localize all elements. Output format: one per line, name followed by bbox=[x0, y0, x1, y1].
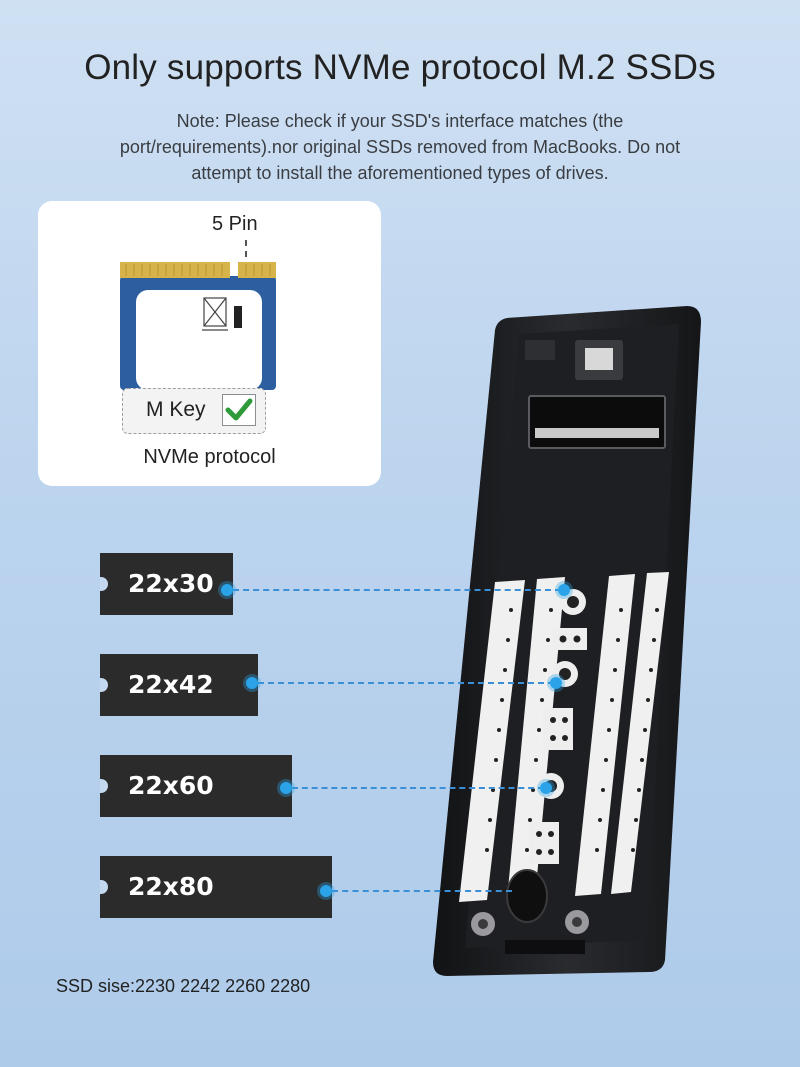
leader-line-22x80 bbox=[332, 890, 512, 892]
marker-dot bbox=[280, 782, 292, 794]
ssd-enclosure-illustration bbox=[433, 306, 701, 976]
marker-dot bbox=[550, 677, 562, 689]
marker-dot bbox=[540, 782, 552, 794]
marker-dot bbox=[558, 584, 570, 596]
m2-ssd-illustration bbox=[120, 262, 276, 390]
tag-notch bbox=[100, 880, 108, 894]
m-key-label: M Key bbox=[146, 398, 206, 421]
tag-notch bbox=[100, 577, 108, 591]
marker-dot bbox=[246, 677, 258, 689]
size-tag-22x80: 22x80 bbox=[100, 856, 332, 918]
size-tag-22x42: 22x42 bbox=[100, 654, 258, 716]
size-tag-22x30: 22x30 bbox=[100, 553, 233, 615]
checkmark-icon bbox=[222, 394, 256, 426]
size-tag-label: 22x30 bbox=[128, 569, 214, 598]
tag-notch bbox=[100, 779, 108, 793]
pin-pointer-line bbox=[245, 240, 247, 268]
leader-line-22x60 bbox=[292, 787, 544, 789]
leader-line-22x30 bbox=[233, 589, 561, 591]
marker-dot bbox=[320, 885, 332, 897]
page-title: Only supports NVMe protocol M.2 SSDs bbox=[84, 48, 716, 87]
tag-notch bbox=[100, 678, 108, 692]
protocol-label: NVMe protocol bbox=[143, 446, 276, 468]
size-tag-label: 22x42 bbox=[128, 670, 214, 699]
leader-line-22x42 bbox=[258, 682, 554, 684]
compatibility-note: Note: Please check if your SSD's interfa… bbox=[119, 111, 681, 183]
size-tag-label: 22x60 bbox=[128, 771, 214, 800]
size-tag-22x60: 22x60 bbox=[100, 755, 292, 817]
pin-label: 5 Pin bbox=[212, 213, 258, 235]
size-tag-label: 22x80 bbox=[128, 872, 214, 901]
marker-dot bbox=[221, 584, 233, 596]
ssd-size-footer: SSD sise:2230 2242 2260 2280 bbox=[56, 976, 311, 996]
